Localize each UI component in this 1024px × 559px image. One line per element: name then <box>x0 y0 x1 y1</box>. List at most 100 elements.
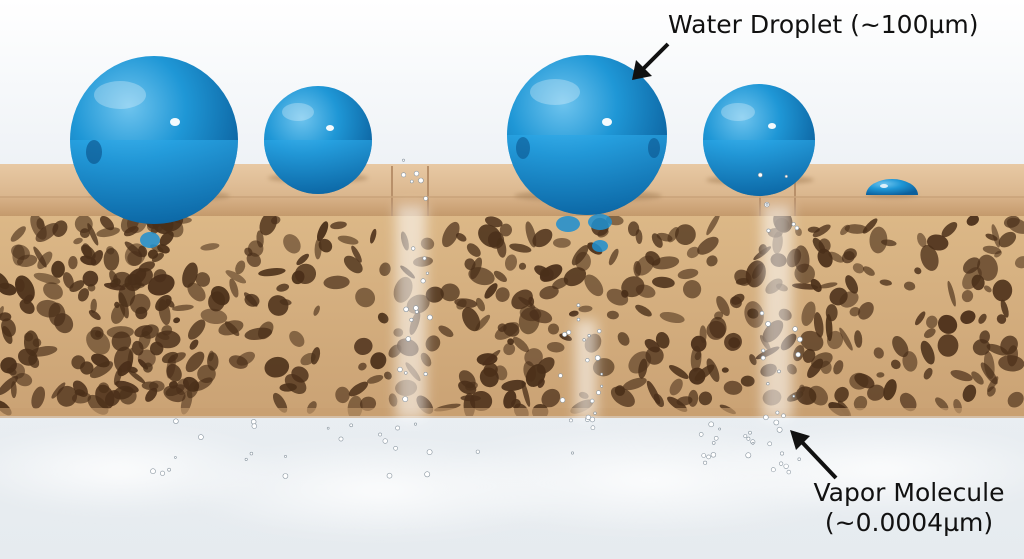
vapor-molecule <box>569 418 573 423</box>
pore <box>697 236 719 255</box>
pore <box>938 314 958 334</box>
pore <box>11 244 30 260</box>
vapor-molecule <box>710 452 717 458</box>
pore <box>505 254 517 271</box>
pore <box>996 314 1007 324</box>
pore <box>499 223 513 237</box>
pore <box>123 226 139 237</box>
pore <box>370 228 377 244</box>
pore <box>501 379 526 392</box>
pore <box>568 310 579 317</box>
pore <box>854 330 863 348</box>
vapor-molecule <box>423 196 429 201</box>
vapor-molecule <box>402 158 405 162</box>
pore <box>539 264 563 282</box>
pore <box>466 243 481 257</box>
pore <box>109 270 119 285</box>
pore <box>818 238 831 253</box>
pore <box>547 323 560 335</box>
pore <box>17 348 38 366</box>
arrow-icon <box>632 42 670 80</box>
pore <box>351 245 362 263</box>
pore <box>172 304 194 311</box>
pore <box>291 366 309 383</box>
pore <box>348 381 369 397</box>
water-droplet-label: Water Droplet (~100µm) <box>668 10 979 39</box>
vapor-molecule <box>413 170 420 177</box>
pore <box>294 263 317 285</box>
pore <box>807 226 820 233</box>
pore <box>1003 216 1020 228</box>
vapor-molecule <box>404 371 408 375</box>
vapor-molecule <box>423 371 428 376</box>
pore <box>799 384 805 393</box>
arrow-icon <box>790 430 838 480</box>
pore <box>677 268 699 280</box>
pore <box>714 311 724 320</box>
pore <box>68 256 78 270</box>
pore <box>1 318 16 337</box>
vapor-molecule <box>167 467 171 472</box>
pore <box>35 222 59 243</box>
pore <box>978 313 987 324</box>
pore <box>166 354 176 379</box>
vapor-molecule <box>763 414 769 421</box>
vapor-molecule <box>427 314 433 321</box>
vapor-molecule <box>757 172 763 178</box>
vapor-molecule <box>748 430 752 435</box>
pore <box>849 307 861 317</box>
vapor-molecule <box>397 366 403 373</box>
water-droplet-1 <box>70 56 238 224</box>
pore <box>791 283 819 290</box>
pore <box>845 275 859 294</box>
pore <box>867 384 885 401</box>
pore <box>187 282 206 302</box>
water-droplet-5 <box>866 179 918 195</box>
pore <box>69 280 85 293</box>
pore <box>655 332 670 349</box>
vapor-molecule <box>402 396 409 402</box>
vapor-molecule <box>781 413 786 418</box>
pore <box>986 343 1009 356</box>
pore <box>876 372 885 378</box>
pore <box>323 275 350 290</box>
pore <box>200 243 220 251</box>
pore <box>983 351 995 379</box>
vapor-molecule <box>393 445 398 451</box>
pore <box>801 301 816 326</box>
vapor-molecule <box>558 373 563 378</box>
pore <box>43 282 63 300</box>
pore <box>829 287 848 306</box>
pore <box>961 290 974 303</box>
pore <box>924 328 936 339</box>
pore <box>890 359 901 370</box>
pore <box>310 347 321 365</box>
pore <box>844 224 868 234</box>
vapor-molecule <box>160 470 166 476</box>
vapor-molecule <box>600 384 604 388</box>
pore <box>659 311 685 324</box>
pore <box>218 320 244 336</box>
pore <box>188 319 206 340</box>
vapor-molecule-label: Vapor Molecule (~0.0004µm) <box>793 478 1024 538</box>
vapor-molecule <box>326 426 330 430</box>
pore <box>966 216 979 226</box>
pore <box>478 224 502 248</box>
vapor-molecule <box>174 456 177 459</box>
pore <box>800 330 824 352</box>
pore <box>103 247 120 271</box>
pore <box>747 308 759 319</box>
pore <box>998 231 1017 248</box>
pore <box>62 272 74 289</box>
pore <box>676 396 693 406</box>
pore <box>523 361 537 382</box>
pore <box>113 367 122 386</box>
pore <box>729 296 742 309</box>
pore <box>853 395 868 411</box>
pore <box>628 351 652 374</box>
vapor-molecule <box>713 435 719 441</box>
pore <box>73 237 83 245</box>
pore <box>920 244 939 271</box>
vapor-molecule <box>703 460 708 465</box>
pore <box>869 226 888 254</box>
